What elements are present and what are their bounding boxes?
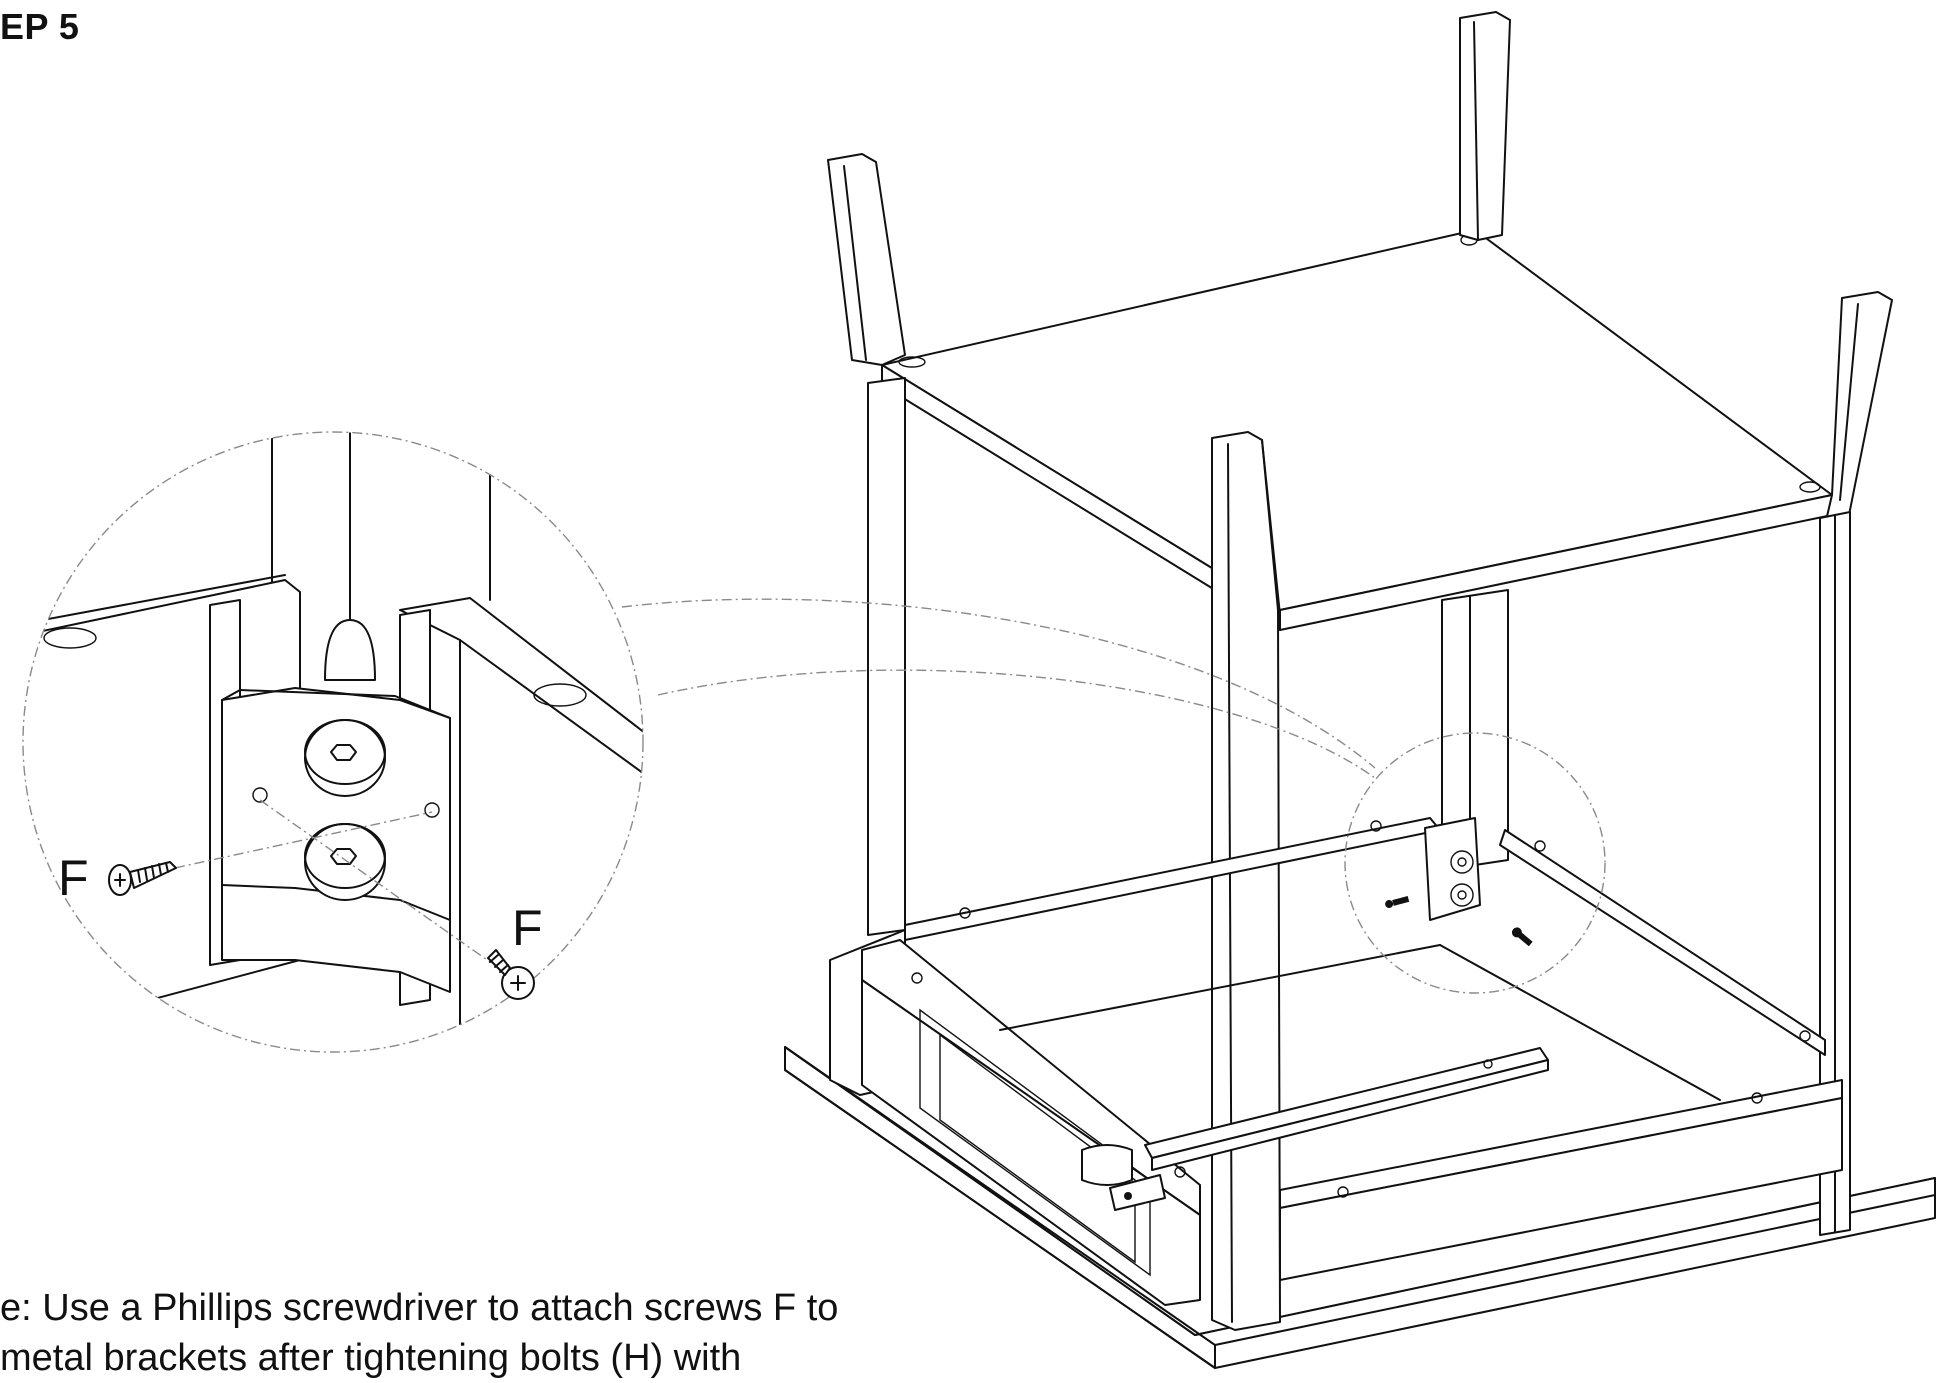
leg-right	[1819, 291, 1893, 1236]
top-shelf-panel	[881, 229, 1833, 631]
base-board	[784, 1046, 1936, 1369]
note-line-2: metal brackets after tightening bolts (H…	[0, 1337, 742, 1379]
screw-f-right	[487, 949, 535, 1000]
corner-bracket-small	[1385, 817, 1533, 947]
callout-line-bottom	[657, 669, 1376, 779]
drawer-slide	[1081, 1047, 1549, 1211]
bolt-upper	[304, 719, 386, 797]
leg-front	[1211, 431, 1281, 1331]
assembly-note: e: Use a Phillips screwdriver to attach …	[0, 1283, 838, 1383]
label-f-right: F	[512, 900, 543, 956]
cabinet-assembly	[784, 11, 1936, 1369]
label-f-left: F	[58, 850, 89, 906]
screw-f-left	[108, 861, 177, 896]
detail-marker-small	[1344, 732, 1606, 994]
detail-zoom: F F	[22, 431, 644, 1053]
lower-frame	[861, 817, 1843, 1306]
bolt-lower	[304, 823, 386, 901]
step-title: EP 5	[0, 6, 80, 47]
callout-line-top	[621, 598, 1376, 769]
leg-back	[1441, 11, 1511, 871]
note-line-1: e: Use a Phillips screwdriver to attach …	[0, 1287, 839, 1329]
